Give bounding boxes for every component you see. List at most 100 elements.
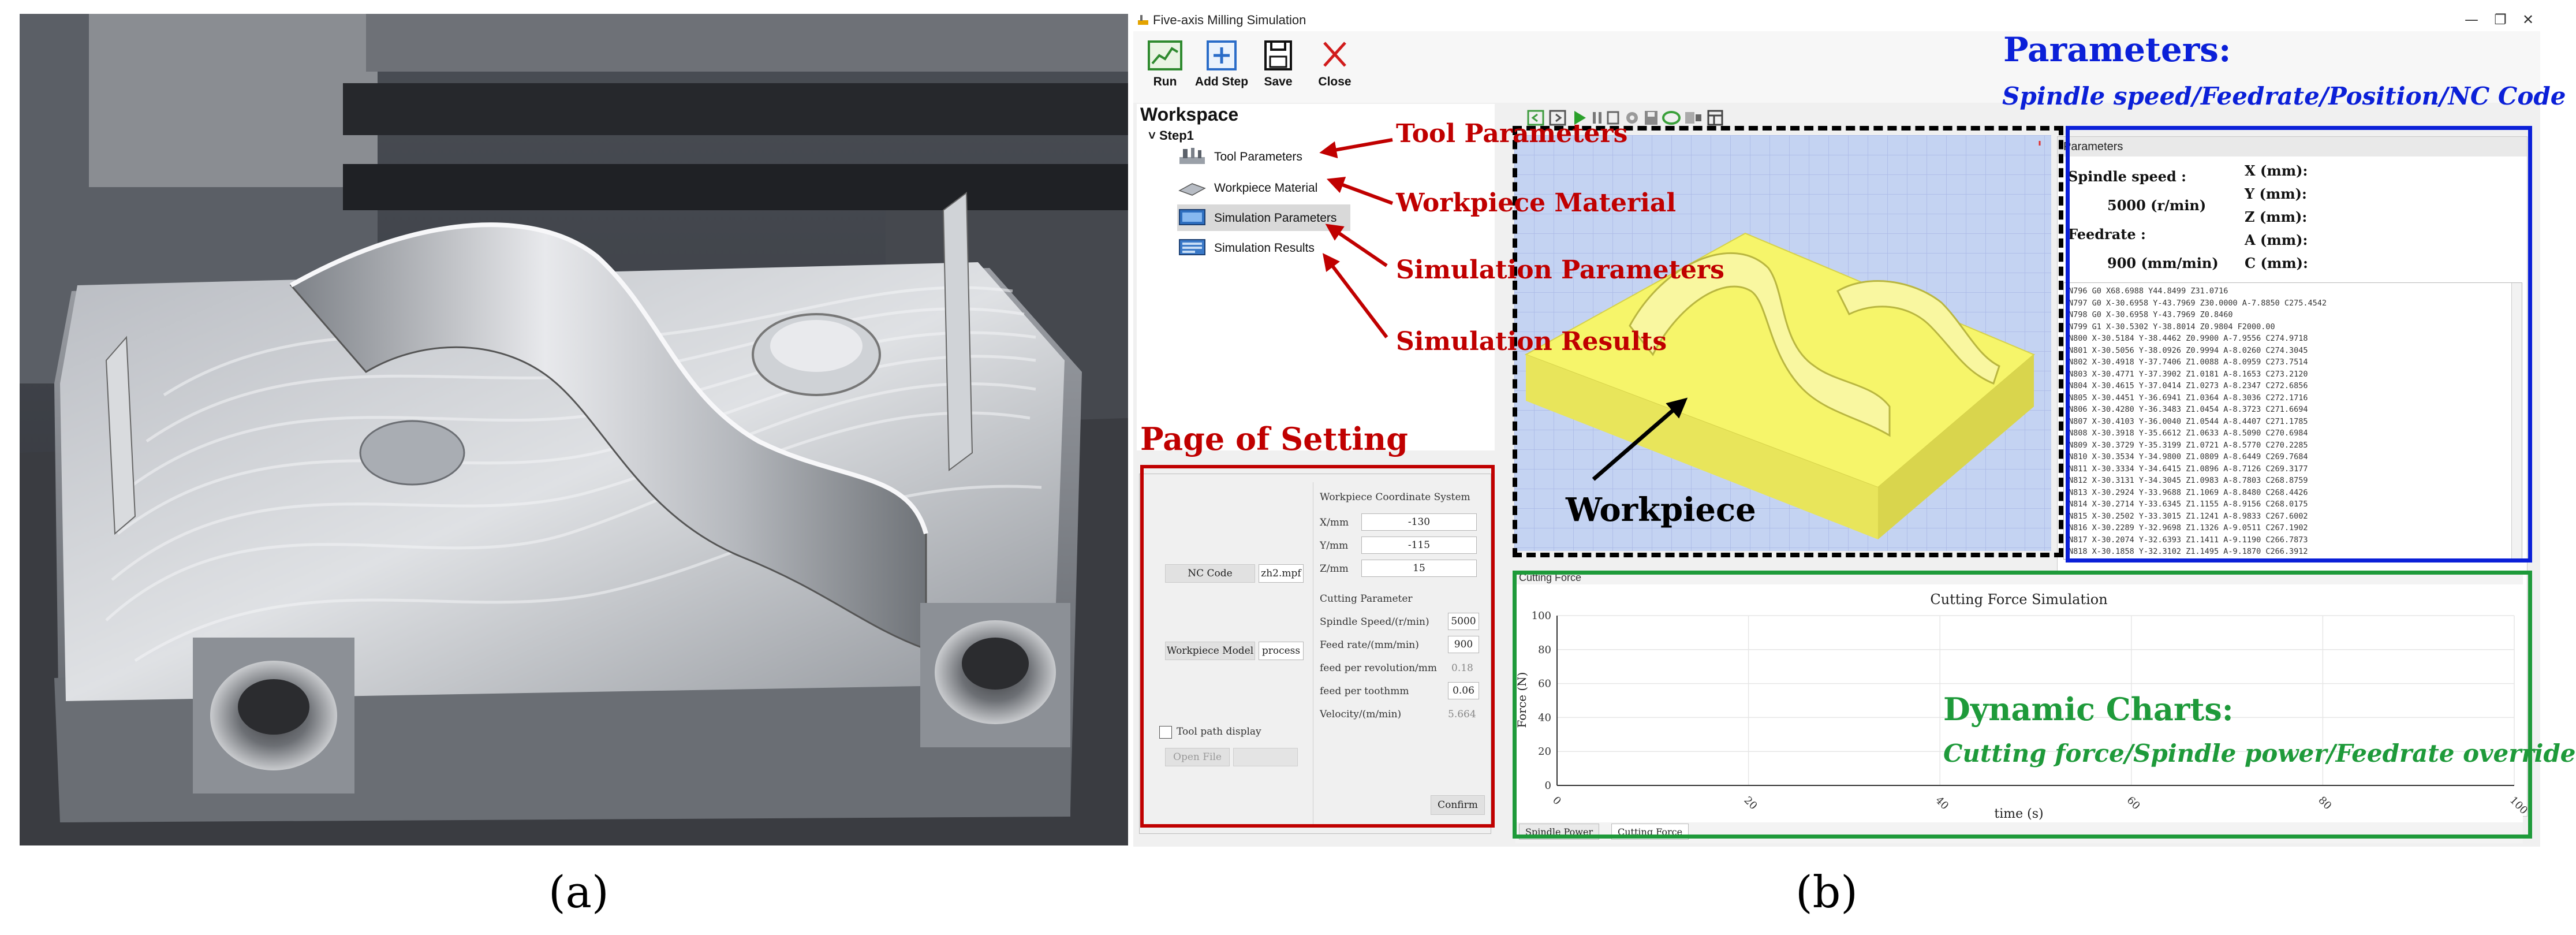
save-view-icon[interactable] xyxy=(1645,111,1657,125)
feed-rate-input[interactable]: 900 xyxy=(1448,636,1479,653)
setting-page: NC Code zh2.mpf Workpiece Model process … xyxy=(1139,474,1491,834)
chart-title: Cutting Force Simulation xyxy=(1930,591,2107,608)
y-axis-label: Force (N) xyxy=(1515,672,1529,728)
spindle-speed-input[interactable]: 5000 xyxy=(1448,613,1479,630)
tree-item-label: Simulation Results xyxy=(1214,241,1315,255)
restore-button[interactable]: ❐ xyxy=(2494,12,2507,28)
tree-item-label: Simulation Parameters xyxy=(1214,211,1337,225)
tree-item-simulation-results[interactable]: Simulation Results xyxy=(1177,234,1350,261)
open-file-button[interactable]: Open File xyxy=(1165,748,1230,766)
z-input[interactable]: 15 xyxy=(1361,560,1477,577)
y-tick-label: 80 xyxy=(1538,644,1551,656)
nc-code-line: N806 X-30.4280 Y-36.3483 Z1.0454 A-8.372… xyxy=(2069,405,2308,414)
feed-per-tooth-input[interactable]: 0.06 xyxy=(1448,682,1479,699)
nc-scrollbar[interactable] xyxy=(2511,283,2522,559)
simulation-parameters-icon xyxy=(1179,209,1205,225)
confirm-button[interactable]: Confirm xyxy=(1431,795,1485,815)
app-window: Five-axis Milling Simulation — ❐ ✕ Run A… xyxy=(1133,8,2540,847)
nc-code-line: N798 G0 X-30.6958 Y-43.7969 Z0.8460 xyxy=(2069,310,2233,319)
caption-b: (b) xyxy=(1795,866,1858,918)
nc-code-line: N800 X-30.5184 Y-38.4462 Z0.9900 A-7.955… xyxy=(2069,334,2308,343)
tool-view-icon[interactable] xyxy=(1685,112,1701,124)
simulation-results-icon xyxy=(1179,239,1205,255)
toolpath-icon[interactable] xyxy=(1662,111,1681,125)
parameters-header: Parameters xyxy=(2058,137,2527,157)
expand-chevron-icon[interactable]: ˅ xyxy=(1148,128,1159,143)
feedrate-label: Feedrate : xyxy=(2068,226,2146,243)
add-step-label: Add Step xyxy=(1194,75,1249,88)
step-label: Step1 xyxy=(1159,128,1194,143)
caption-a: (a) xyxy=(548,866,609,918)
add-icon xyxy=(1207,40,1237,70)
viewer-next-icon[interactable] xyxy=(1549,110,1566,126)
feed-rate-label: Feed rate/(mm/min) xyxy=(1320,639,1419,651)
annotation-page-of-setting: Page of Setting xyxy=(1140,420,1408,457)
y-tick-label: 0 xyxy=(1545,780,1551,792)
tool-icon xyxy=(1179,148,1205,164)
play-icon[interactable] xyxy=(1574,111,1586,125)
close-button[interactable]: Close xyxy=(1303,37,1367,100)
minimize-button[interactable]: — xyxy=(2465,12,2478,28)
run-button[interactable]: Run xyxy=(1133,37,1197,100)
tree-step[interactable]: ˅ Step1 xyxy=(1148,128,1194,143)
y-tick-label: 60 xyxy=(1538,678,1551,690)
nc-code-line: N808 X-30.3918 Y-35.6612 Z1.0633 A-8.509… xyxy=(2069,429,2308,438)
nc-code-line: N815 X-30.2502 Y-33.3015 Z1.1241 A-8.983… xyxy=(2069,511,2308,521)
tree-item-label: Tool Parameters xyxy=(1214,150,1302,163)
arrow-workpiece xyxy=(1592,397,1688,481)
nc-code-button[interactable]: NC Code xyxy=(1165,564,1255,583)
pause-icon[interactable] xyxy=(1593,112,1601,124)
workpiece-material-icon xyxy=(1178,183,1206,196)
model-file-field[interactable]: process xyxy=(1259,642,1304,660)
workpiece-model-button[interactable]: Workpiece Model xyxy=(1165,642,1255,660)
feed-per-revolution-label: feed per revolution/mm xyxy=(1320,662,1438,674)
y-input[interactable]: -115 xyxy=(1361,537,1477,554)
tree-item-simulation-parameters[interactable]: Simulation Parameters xyxy=(1177,204,1350,231)
a-position-label: A (mm): xyxy=(2245,232,2308,248)
charts-highlight-box xyxy=(1513,571,2532,839)
cutting-parameter-title: Cutting Parameter xyxy=(1320,593,1413,605)
workspace-tree: Workspace ˅ Step1 Tool Parameters Workpi… xyxy=(1137,104,1495,450)
stop-icon[interactable] xyxy=(1607,111,1619,125)
spindle-speed-value: 5000 (r/min) xyxy=(2107,197,2207,214)
x-label: X/mm xyxy=(1320,517,1349,528)
close-icon xyxy=(1323,42,1346,67)
viewer-first-icon[interactable] xyxy=(1527,110,1544,126)
nc-code-line: N818 X-30.1858 Y-32.3102 Z1.1495 A-9.187… xyxy=(2069,547,2308,556)
annotation-simulation-parameters: Simulation Parameters xyxy=(1396,255,1724,285)
save-button[interactable]: Save xyxy=(1246,37,1310,100)
nc-code-line: N805 X-30.4451 Y-36.6941 Z1.0364 A-8.303… xyxy=(2069,393,2308,403)
nc-code-line: N802 X-30.4918 Y-37.7406 Z1.0088 A-8.095… xyxy=(2069,357,2308,367)
nc-file-field[interactable]: zh2.mpf xyxy=(1259,564,1304,583)
layout-icon[interactable] xyxy=(1707,110,1723,126)
x-position-label: X (mm): xyxy=(2245,162,2308,179)
annotation-workpiece-material: Workpiece Material xyxy=(1396,188,1677,218)
annotation-parameters-title: Parameters: xyxy=(2003,30,2231,69)
x-axis-label: time (s) xyxy=(1994,807,2043,821)
open-file-path-field[interactable] xyxy=(1233,748,1298,766)
annotation-simulation-results: Simulation Results xyxy=(1396,327,1667,356)
toolpath-checkbox[interactable] xyxy=(1159,726,1172,739)
annotation-charts-title: Dynamic Charts: xyxy=(1943,691,2234,728)
workpiece-highlight-box xyxy=(1513,126,2063,557)
y-tick-label: 20 xyxy=(1538,746,1551,758)
title-bar: Five-axis Milling Simulation — ❐ ✕ xyxy=(1133,8,2540,31)
close-window-button[interactable]: ✕ xyxy=(2522,12,2534,28)
parameters-highlight-box xyxy=(2066,126,2532,563)
settings-gear-icon[interactable] xyxy=(1626,112,1638,124)
tree-item-tool-parameters[interactable]: Tool Parameters xyxy=(1177,143,1350,170)
wcs-title: Workpiece Coordinate System xyxy=(1320,491,1470,503)
add-step-button[interactable]: Add Step xyxy=(1190,37,1253,100)
toolpath-label: Tool path display xyxy=(1177,726,1261,737)
window-title: Five-axis Milling Simulation xyxy=(1153,13,1306,27)
y-tick-label: 40 xyxy=(1538,712,1551,724)
x-input[interactable]: -130 xyxy=(1361,513,1477,531)
nc-code-line: N799 G1 X-30.5302 Y-38.8014 Z0.9804 F200… xyxy=(2069,322,2275,331)
velocity-value: 5.664 xyxy=(1448,709,1476,720)
nc-code-line: N811 X-30.3334 Y-34.6415 Z1.0896 A-8.712… xyxy=(2069,464,2308,474)
tree-item-workpiece-material[interactable]: Workpiece Material xyxy=(1177,174,1350,201)
nc-code-line: N817 X-30.2074 Y-32.6393 Z1.1411 A-9.119… xyxy=(2069,535,2308,545)
viewport-3d[interactable] xyxy=(1514,135,2051,551)
